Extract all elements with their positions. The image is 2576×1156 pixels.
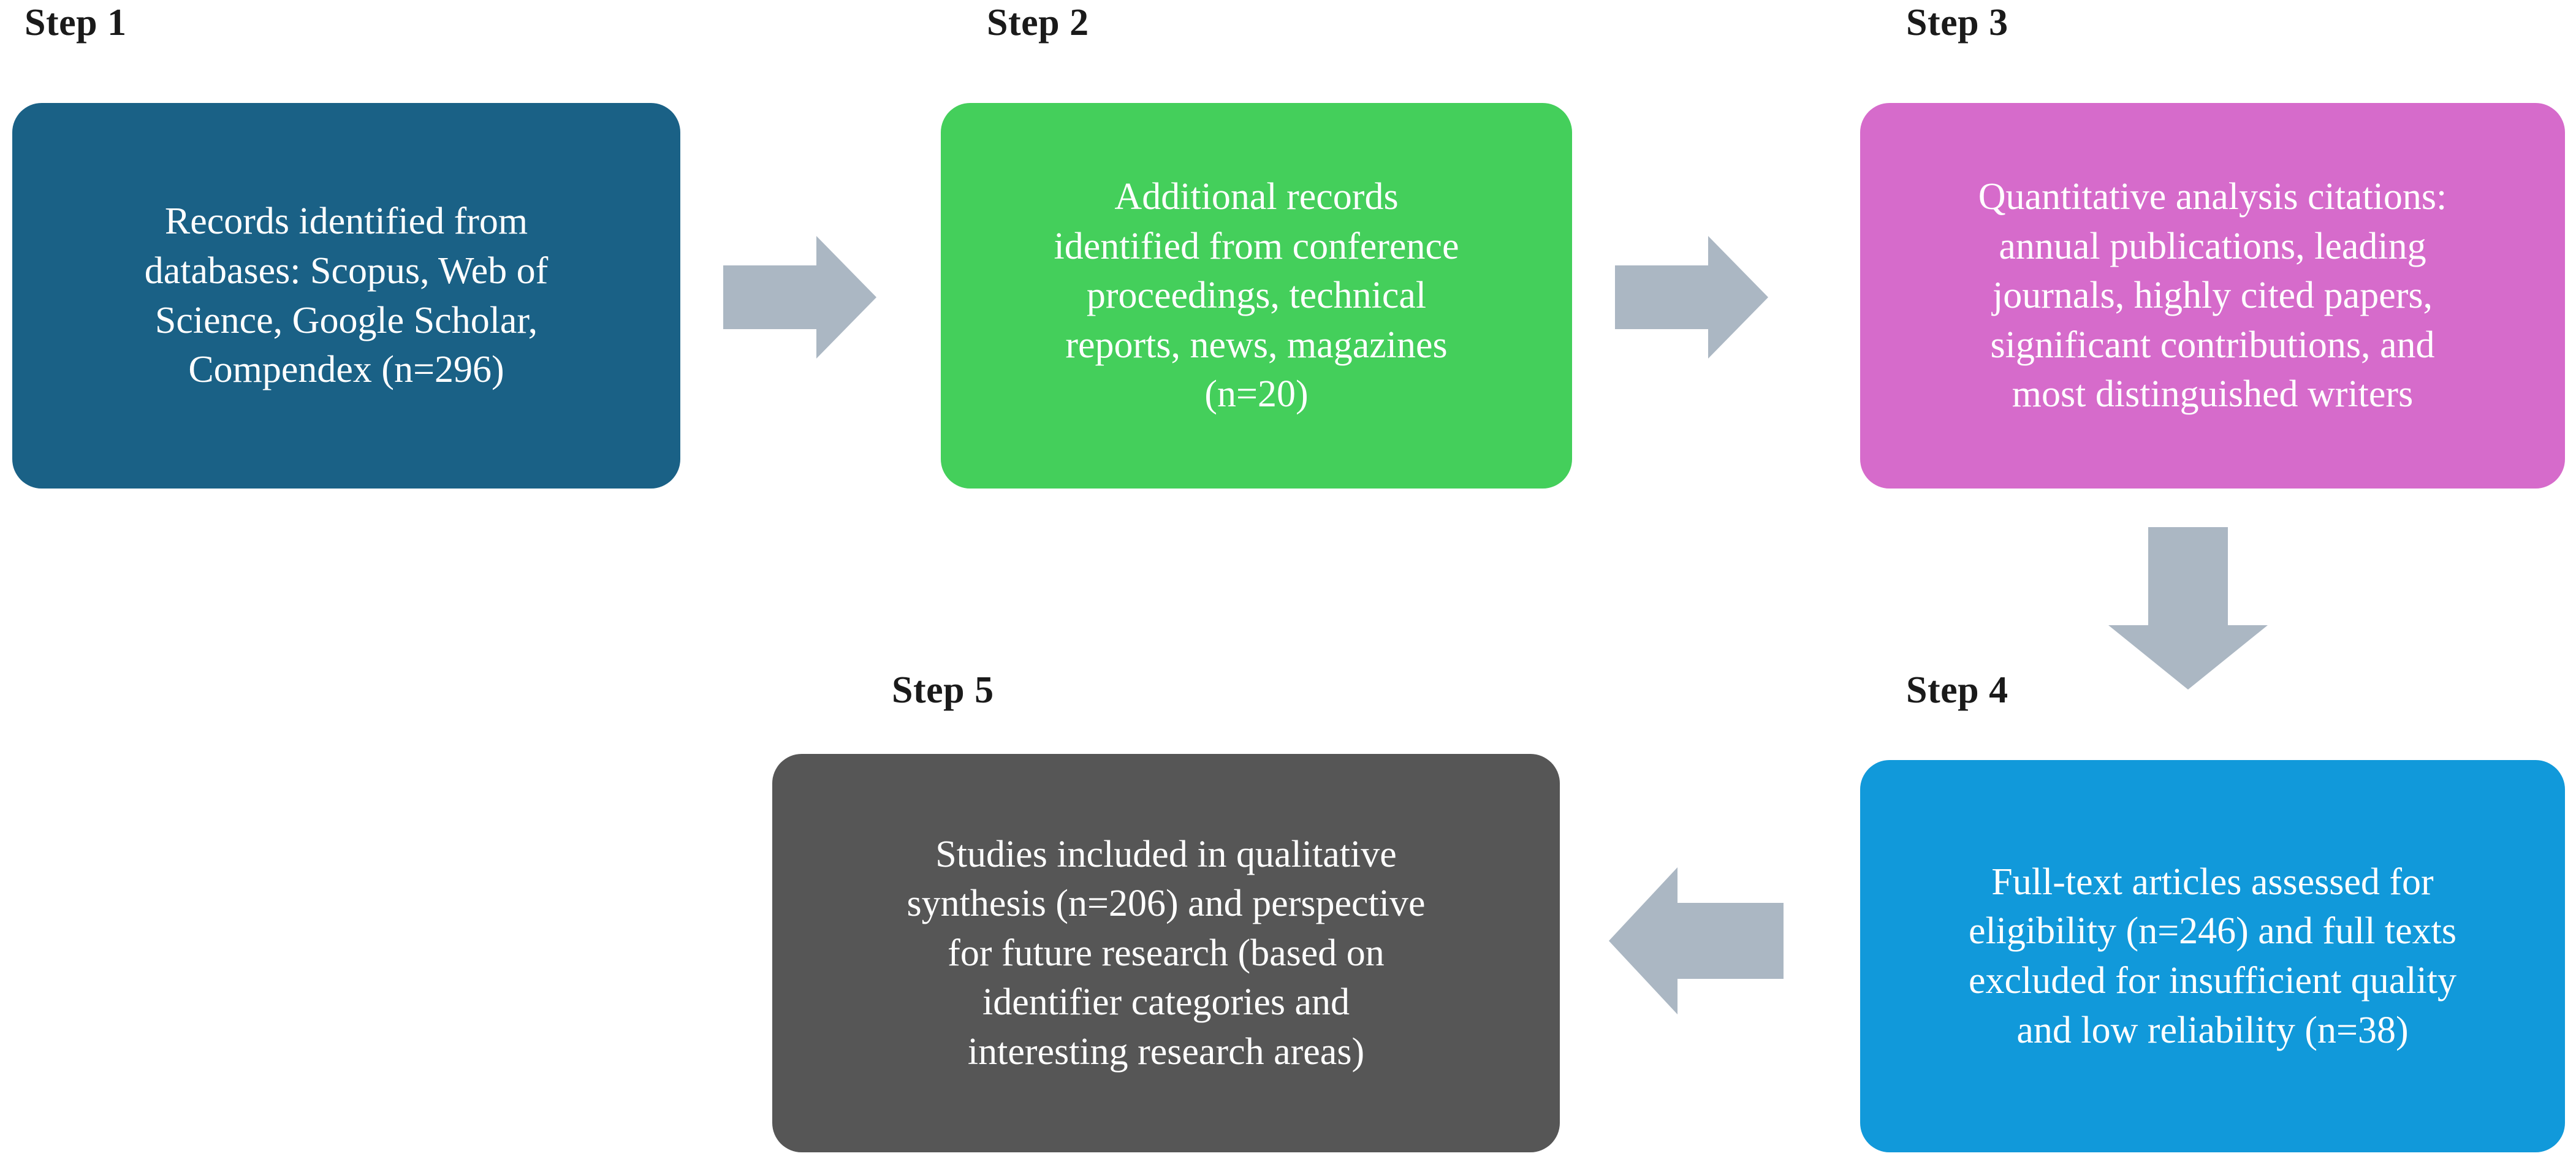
flow-box-step-2[interactable]: Additional records identified from confe… — [941, 103, 1572, 489]
arrow-step3-to-step4-icon — [2108, 527, 2268, 690]
arrow-step1-to-step2-icon — [723, 236, 876, 359]
flow-box-step-3[interactable]: Quantitative analysis citations: annual … — [1860, 103, 2565, 489]
flow-box-step-1-text: Records identified from databases: Scopu… — [144, 200, 549, 391]
arrow-step2-to-step3-icon — [1615, 236, 1768, 359]
step-label-3: Step 3 — [1906, 2, 2008, 44]
flow-box-step-3-text: Quantitative analysis citations: annual … — [1978, 176, 2447, 416]
arrow-step4-to-step5-icon — [1609, 867, 1784, 1014]
flow-box-step-4[interactable]: Full-text articles assessed for eligibil… — [1860, 760, 2565, 1152]
flow-box-step-5-text: Studies included in qualitative synthesi… — [906, 833, 1426, 1073]
step-label-4: Step 4 — [1906, 669, 2008, 711]
flow-box-step-1[interactable]: Records identified from databases: Scopu… — [12, 103, 680, 489]
flow-box-step-4-text: Full-text articles assessed for eligibil… — [1968, 861, 2457, 1051]
step-label-5: Step 5 — [892, 669, 994, 711]
flow-box-step-5[interactable]: Studies included in qualitative synthesi… — [772, 754, 1560, 1152]
step-label-1: Step 1 — [25, 2, 127, 44]
flow-box-step-2-text: Additional records identified from confe… — [1054, 176, 1459, 416]
step-label-2: Step 2 — [987, 2, 1089, 44]
